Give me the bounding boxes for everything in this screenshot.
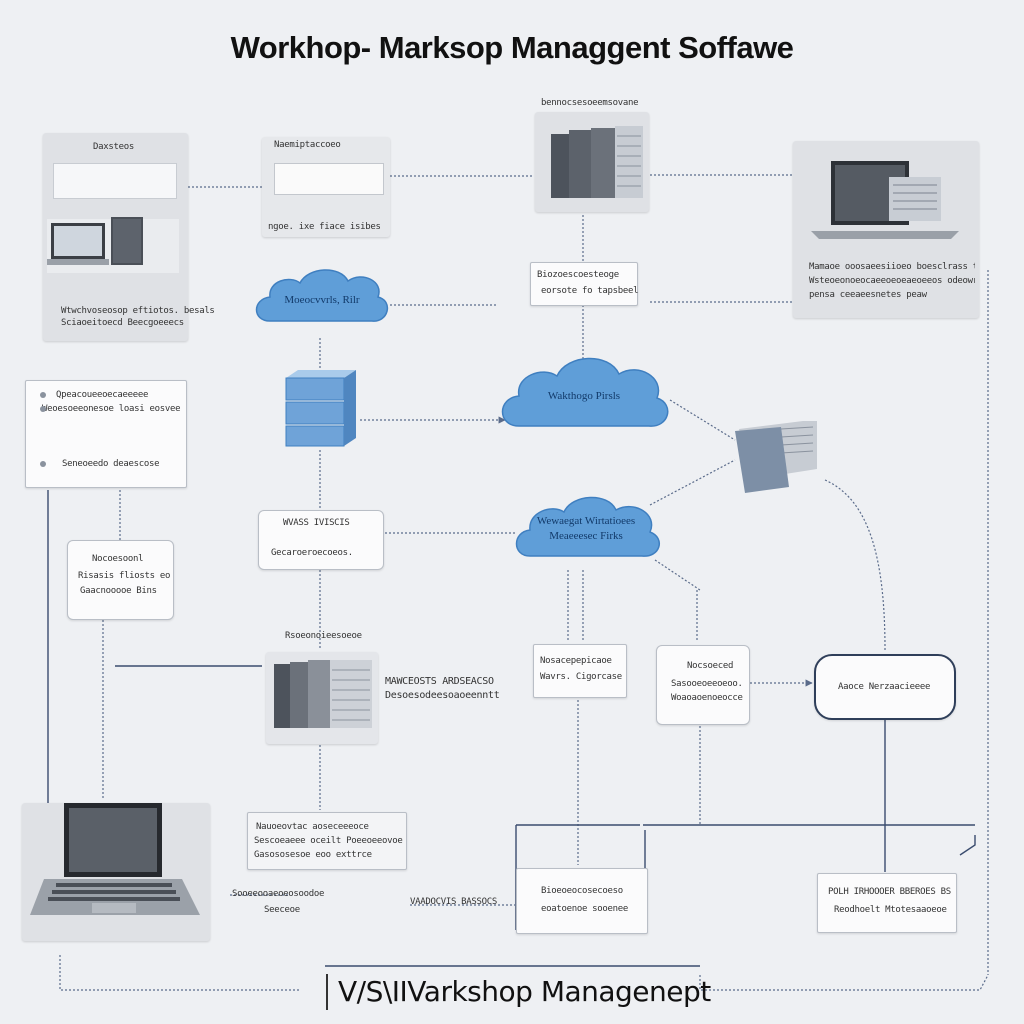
wire bbox=[959, 835, 976, 856]
node-label: Mamaoe ooosaeesiioeo boesclrass tl bbox=[809, 262, 975, 272]
node-box-right-pill[interactable]: Aaoce Nerzaacieeee bbox=[814, 654, 956, 720]
node-label: Wavrs. Cigorcase bbox=[540, 672, 622, 682]
node-box-bottom-mid[interactable]: Bioeoeocosecoeso eoatoenoe sooenee bbox=[516, 868, 648, 934]
node-panel-top-left[interactable]: Daxsteos Wtwchvoseosop eftiotos. besals … bbox=[43, 133, 215, 341]
wire bbox=[669, 399, 736, 441]
node-label: Daxsteos bbox=[93, 142, 134, 152]
node-label: Wsteoeonoeocaeeoeoeaeoeeos odeowr bbox=[809, 276, 975, 286]
node-label: Biozoescoesteoge bbox=[537, 270, 619, 280]
bullet-icon bbox=[40, 392, 46, 398]
wire bbox=[654, 559, 701, 591]
diagram-title: Workhop- Marksop Managgent Soffawe bbox=[230, 30, 794, 65]
node-label: Nocoesoonl bbox=[92, 554, 144, 564]
cloud-label: Moeocvvrls, Rilr bbox=[284, 294, 360, 306]
node-box-bottom-right[interactable]: POLH IRHOOOER BBEROES BS Reodhoelt Mtote… bbox=[817, 873, 957, 933]
node-label: Qpeacoueeoecaeeeee bbox=[56, 390, 149, 400]
node-label: Sciaoeitoecd Beecgoeeecs bbox=[61, 318, 184, 328]
bottom-small-label: Seeceoe bbox=[264, 905, 300, 915]
node-box-center-2[interactable]: WVASS IVISCIS Gecaroeroecoeos. bbox=[258, 510, 384, 570]
folder-icon[interactable] bbox=[733, 415, 823, 495]
node-label: Bioeoeocosecoeso bbox=[541, 886, 623, 896]
wire bbox=[59, 955, 300, 991]
node-label: WVASS IVISCIS bbox=[283, 518, 350, 528]
node-label: Naemiptaccoeo bbox=[274, 140, 341, 150]
node-laptop-bottom-left[interactable] bbox=[22, 803, 210, 941]
node-label: Sasooeoeeoeoo. bbox=[671, 679, 743, 689]
node-box-c3[interactable]: Nosacepepicaoe Wavrs. Cigorcase bbox=[533, 644, 627, 698]
server-mid-text: Desoesodeesoaoeenntt bbox=[385, 690, 500, 701]
bullet-icon bbox=[40, 406, 46, 412]
node-box-left-main[interactable]: Qpeacoueeoecaeeeee Weoesoeeonesoe loasi … bbox=[25, 380, 187, 488]
node-label: Reodhoelt Mtotesaaoeoe bbox=[834, 905, 947, 915]
cloud-node-3[interactable] bbox=[508, 490, 664, 570]
node-label: Weoesoeeonesoe loasi eosvee bbox=[42, 404, 181, 414]
node-label: Gasososesoe eoo exttrce bbox=[254, 850, 372, 860]
node-label: Wtwchvoseosop eftiotos. besals bbox=[61, 306, 215, 316]
blue-server-icon[interactable] bbox=[282, 366, 362, 450]
cloud-node-2[interactable] bbox=[493, 350, 675, 440]
server-mid-text: MAWCEOSTS ARDSEACSO bbox=[385, 676, 494, 687]
node-label: Nauoeovtac aoseceeeoce bbox=[256, 822, 369, 832]
node-server-top[interactable] bbox=[535, 112, 649, 212]
node-panel-top-center[interactable]: Naemiptaccoeo ngoe. ixe fiace isibes bbox=[262, 137, 390, 237]
wire bbox=[824, 479, 886, 651]
cloud-label: Wakthogo Pirsls bbox=[547, 390, 621, 402]
server-rack-icon bbox=[551, 126, 643, 198]
footer-title: V/S\IIVarkshop Managenept bbox=[326, 974, 711, 1010]
node-label: eoatoenoe sooenee bbox=[541, 904, 629, 914]
node-label: Gaacnooooe Bins bbox=[80, 586, 157, 596]
node-label: Gecaroeroecoeos. bbox=[271, 548, 353, 558]
cloud-label: Meaeeesec Firks bbox=[549, 530, 623, 542]
node-server-mid[interactable] bbox=[266, 652, 378, 744]
node-label: Nosacepepicaoe bbox=[540, 656, 612, 666]
node-label: ngoe. ixe fiace isibes bbox=[268, 222, 381, 232]
cloud-label: Wewaegat Wirtatioees bbox=[536, 515, 636, 527]
server-top-label: bennocsesoeemsovane bbox=[541, 98, 639, 108]
node-box-left-mid[interactable]: Nocoesoonl Risasis fliosts eo sobsci Gaa… bbox=[67, 540, 174, 620]
laptop-icon bbox=[30, 803, 200, 915]
server-rack-icon bbox=[274, 660, 372, 728]
node-label: Seneoeedo deaescose bbox=[62, 459, 160, 469]
window-thumbnail bbox=[274, 163, 384, 195]
window-thumbnail bbox=[53, 163, 177, 199]
node-label: eorsote fo tapsbeel bbox=[541, 286, 639, 296]
node-box-c4[interactable]: Nocsoeced Sasooeoeeoeoo. Woaoaoenoeocce bbox=[656, 645, 750, 725]
node-label: POLH IRHOOOER BBEROES BS bbox=[828, 887, 951, 897]
wire bbox=[699, 974, 989, 991]
node-label: Nocsoeced bbox=[687, 661, 734, 671]
node-label: Sescoeaeee oceilt Poeeoeeovoe bbox=[254, 836, 403, 846]
bottom-small-label: VAADOCVIS BASSOCS bbox=[410, 897, 498, 907]
server-mid-label: Rsoeonoieesoeoe bbox=[285, 631, 362, 641]
node-box-bottom-left[interactable]: Nauoeovtac aoseceeeoce Sescoeaeee oceilt… bbox=[247, 812, 407, 870]
laptop-server-icon bbox=[47, 217, 179, 273]
node-label: pensa ceeaeesnetes peaw bbox=[809, 290, 927, 300]
cloud-node-1[interactable] bbox=[248, 263, 394, 335]
laptop-server-icon bbox=[811, 161, 959, 239]
node-label: Risasis fliosts eo sobsci bbox=[78, 571, 170, 581]
node-panel-top-right[interactable]: Mamaoe ooosaeesiioeo boesclrass tl Wsteo… bbox=[793, 141, 979, 318]
wire bbox=[649, 459, 736, 506]
node-label: Woaoaoenoeocce bbox=[671, 693, 743, 703]
bullet-icon bbox=[40, 461, 46, 467]
node-label: Aaoce Nerzaacieeee bbox=[838, 682, 931, 692]
node-box-center-1[interactable]: Biozoescoesteoge eorsote fo tapsbeel bbox=[530, 262, 638, 306]
bottom-small-label: Sooeeooaeoeosoodoe bbox=[232, 889, 325, 899]
